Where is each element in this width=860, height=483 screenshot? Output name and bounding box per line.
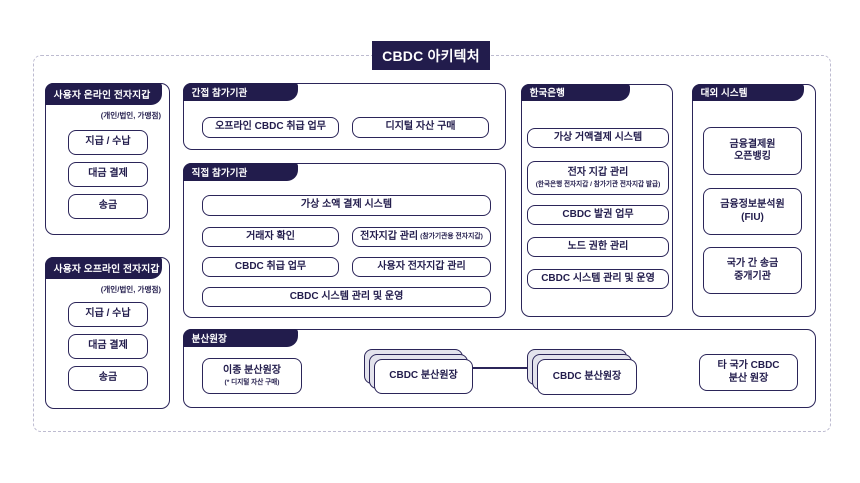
- bok-item-wholesale-payment-system: 가상 거액결제 시스템: [527, 128, 669, 148]
- section-indirect-header: 간접 참가기관: [182, 82, 298, 101]
- section-direct-header: 직접 참가기관: [182, 162, 298, 181]
- section-online-wallet: 사용자 온라인 전자지갑 (개인/법인, 가맹점) 지급 / 수납 대금 결제 …: [44, 82, 170, 235]
- offline-wallet-item-pay-receive: 지급 / 수납: [68, 302, 148, 327]
- ledger-item-heterogeneous: 이종 분산원장 (* 디지털 자산 구매): [202, 358, 302, 394]
- section-ledger-header: 분산원장: [182, 328, 298, 347]
- direct-item-wallet-management-label: 전자지갑 관리: [360, 230, 419, 242]
- bok-item-wallet-management: 전자 지갑 관리 (한국은행 전자지갑 / 참가기관 전자지갑 발급): [527, 161, 669, 195]
- section-indirect-participants: 간접 참가기관 오프라인 CBDC 취급 업무 디지털 자산 구매: [182, 82, 506, 150]
- online-wallet-subtitle: (개인/법인, 가맹점): [100, 111, 161, 120]
- bok-item-system-operation: CBDC 시스템 관리 및 운영: [527, 269, 669, 289]
- ledger-item-heterogeneous-note: (* 디지털 자산 구매): [224, 378, 280, 386]
- direct-item-wallet-management-note: (참가기관용 전자지갑): [420, 232, 483, 240]
- bok-item-node-authority: 노드 권한 관리: [527, 237, 669, 257]
- direct-item-retail-payment-system: 가상 소액 결제 시스템: [202, 195, 491, 216]
- direct-item-trader-verification: 거래자 확인: [202, 227, 339, 247]
- external-item-kftc-openbanking: 금융결제원 오픈뱅킹: [703, 127, 802, 175]
- diagram-title: CBDC 아키텍처: [372, 41, 490, 70]
- ledger-item-cbdc-ledger-2: CBDC 분산원장: [537, 359, 637, 395]
- section-bank-of-korea: 한국은행 가상 거액결제 시스템 전자 지갑 관리 (한국은행 전자지갑 / 참…: [520, 83, 673, 317]
- ledger-item-heterogeneous-label: 이종 분산원장: [223, 365, 281, 377]
- section-bok-header: 한국은행: [520, 83, 630, 101]
- offline-wallet-item-remittance: 송금: [68, 366, 148, 391]
- online-wallet-item-pay-receive: 지급 / 수납: [68, 130, 148, 155]
- section-external-systems: 대외 시스템 금융결제원 오픈뱅킹 금융정보분석원 (FIU) 국가 간 송금 …: [691, 83, 816, 317]
- online-wallet-item-payment: 대금 결제: [68, 162, 148, 187]
- section-offline-wallet: 사용자 오프라인 전자지갑 (개인/법인, 가맹점) 지급 / 수납 대금 결제…: [44, 256, 170, 409]
- indirect-item-digital-asset: 디지털 자산 구매: [352, 117, 489, 138]
- bok-item-wallet-management-note: (한국은행 전자지갑 / 참가기관 전자지갑 발급): [535, 180, 661, 188]
- direct-item-user-wallet-management: 사용자 전자지갑 관리: [352, 257, 491, 277]
- ledger-item-cbdc-ledger-1: CBDC 분산원장: [374, 359, 473, 394]
- bok-item-issuance: CBDC 발권 업무: [527, 205, 669, 225]
- direct-item-system-operation: CBDC 시스템 관리 및 운영: [202, 287, 491, 307]
- offline-wallet-item-payment: 대금 결제: [68, 334, 148, 359]
- section-distributed-ledger: 분산원장 이종 분산원장 (* 디지털 자산 구매) CBDC 분산원장 CBD…: [182, 328, 816, 408]
- external-item-cross-border-remittance: 국가 간 송금 중개기관: [703, 247, 802, 294]
- section-offline-wallet-header: 사용자 오프라인 전자지갑: [44, 256, 162, 279]
- online-wallet-item-remittance: 송금: [68, 194, 148, 219]
- section-online-wallet-header: 사용자 온라인 전자지갑: [44, 82, 162, 105]
- offline-wallet-subtitle: (개인/법인, 가맹점): [100, 285, 161, 294]
- external-item-fiu: 금융정보분석원 (FIU): [703, 188, 802, 235]
- bok-item-wallet-management-label: 전자 지갑 관리: [567, 167, 629, 179]
- ledger-item-foreign-cbdc: 타 국가 CBDC 분산 원장: [699, 354, 798, 391]
- indirect-item-offline-cbdc: 오프라인 CBDC 취급 업무: [202, 117, 339, 138]
- section-direct-participants: 직접 참가기관 가상 소액 결제 시스템 거래자 확인 전자지갑 관리 (참가기…: [182, 162, 506, 318]
- ledger-connector-line: [469, 367, 531, 369]
- direct-item-wallet-management: 전자지갑 관리 (참가기관용 전자지갑): [352, 227, 491, 247]
- direct-item-cbdc-handling: CBDC 취급 업무: [202, 257, 339, 277]
- section-external-header: 대외 시스템: [691, 83, 804, 101]
